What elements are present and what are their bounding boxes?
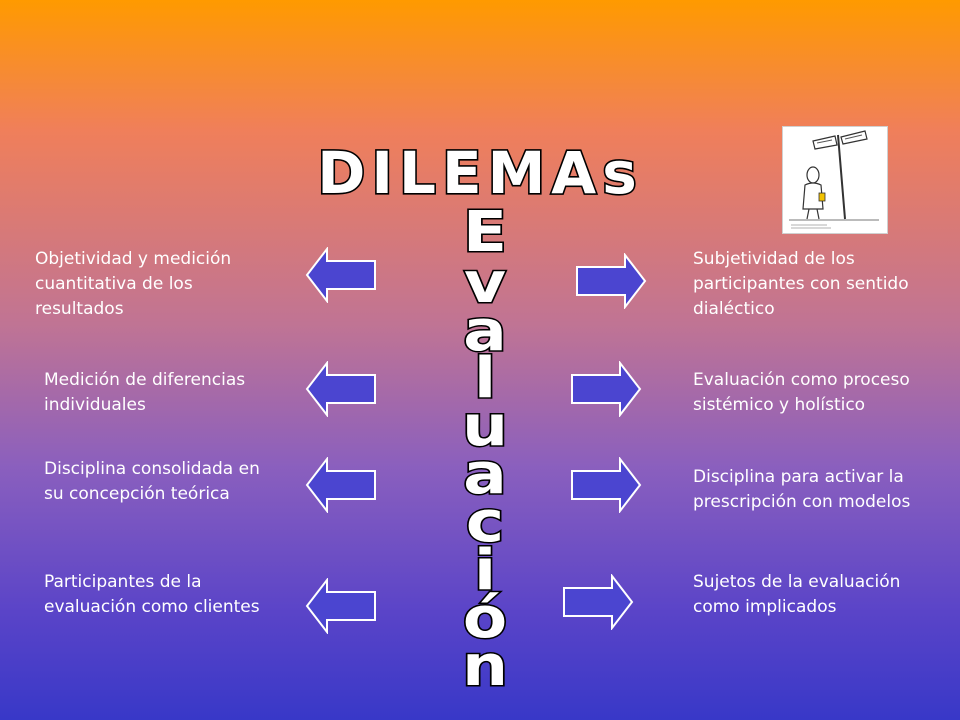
left-item-3: Disciplina consolidada en su concepción … bbox=[44, 459, 260, 504]
arrow-right-3 bbox=[570, 457, 642, 513]
vertical-letter: a bbox=[462, 299, 509, 364]
vertical-letter: c bbox=[464, 490, 506, 555]
arrow-left-icon bbox=[305, 247, 376, 303]
vertical-letter: l bbox=[472, 346, 498, 411]
arrow-left-icon bbox=[305, 578, 376, 634]
slide-title: DILEMAs bbox=[317, 139, 642, 207]
right-item-4: Sujetos de la evaluación como implicados bbox=[693, 572, 901, 617]
vertical-letter: n bbox=[460, 634, 509, 699]
cartoon-image bbox=[782, 126, 888, 234]
right-item-2: Evaluación como proceso sistémico y holí… bbox=[693, 370, 910, 415]
arrow-left-4 bbox=[305, 578, 377, 634]
arrow-left-icon bbox=[305, 361, 376, 417]
arrow-right-icon bbox=[576, 253, 647, 309]
right-item-1: Subjetividad de los participantes con se… bbox=[693, 249, 909, 319]
arrow-right-icon bbox=[563, 574, 634, 630]
vertical-letter: v bbox=[462, 251, 507, 316]
vertical-word-evaluacion: E v a l u a c i ó n bbox=[445, 203, 525, 696]
vertical-letter: u bbox=[460, 394, 509, 459]
arrow-right-2 bbox=[570, 361, 642, 417]
arrow-right-1 bbox=[575, 253, 647, 309]
arrow-right-icon bbox=[571, 361, 642, 417]
right-item-3: Disciplina para activar la prescripción … bbox=[693, 467, 911, 512]
left-item-2: Medición de diferencias individuales bbox=[44, 370, 246, 415]
arrow-left-2 bbox=[305, 361, 377, 417]
arrow-left-1 bbox=[305, 247, 377, 303]
vertical-letter: i bbox=[472, 538, 498, 603]
left-item-1: Objetividad y medición cuantitativa de l… bbox=[35, 249, 232, 319]
vertical-letter: ó bbox=[461, 586, 509, 651]
vertical-letter: a bbox=[462, 442, 509, 507]
arrow-right-4 bbox=[562, 574, 634, 630]
arrow-left-3 bbox=[305, 457, 377, 513]
title-svg: DILEMAs bbox=[316, 137, 639, 208]
arrow-right-icon bbox=[571, 457, 642, 513]
vertical-letter: E bbox=[461, 200, 508, 265]
left-item-4: Participantes de la evaluación como clie… bbox=[44, 572, 260, 617]
cartoon-signpost-icon bbox=[789, 130, 879, 229]
arrow-left-icon bbox=[305, 457, 376, 513]
